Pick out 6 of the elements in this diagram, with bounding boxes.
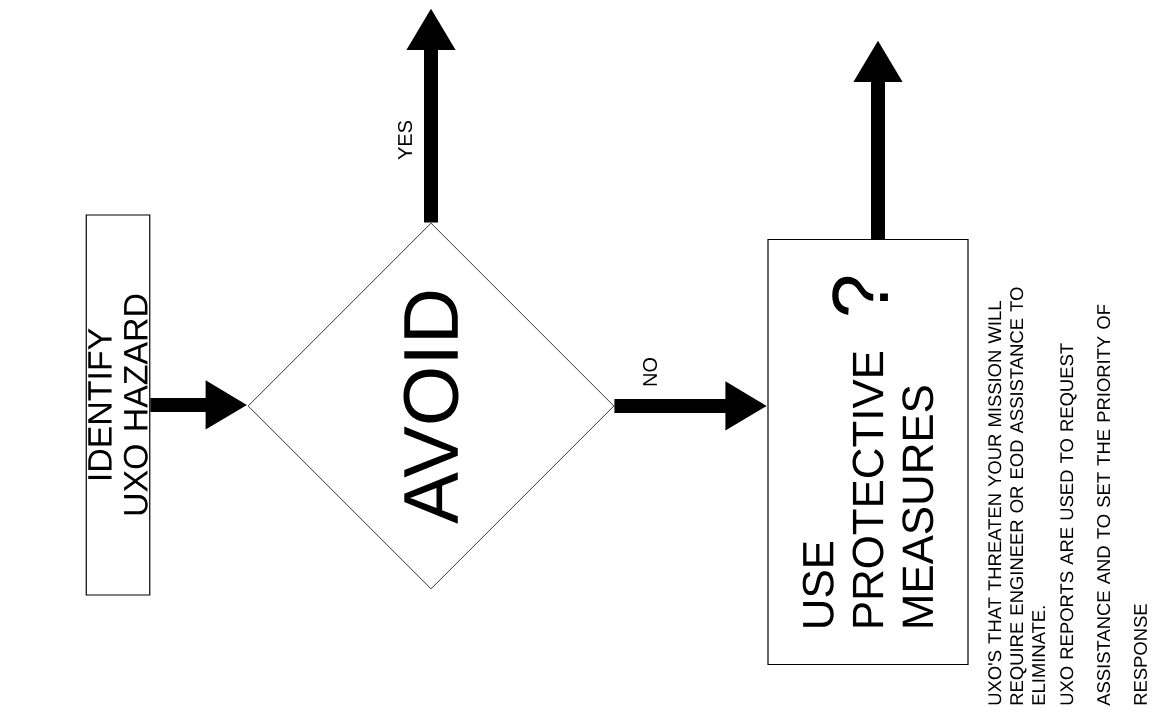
edge-label: YES bbox=[396, 119, 414, 161]
edge-label: NO bbox=[641, 356, 659, 388]
note-text: UXO'S THAT THREATEN YOUR MISSION WILL REQUIRE ENGINEER OR EOD ASSISTANCE TO ELIMINATE. bbox=[988, 287, 1045, 705]
process-box: USE PROTECTIVE MEASURES ? bbox=[767, 238, 969, 666]
note-text: UXO REPORTS ARE USED TO REQUEST ASSISTANCE AND TO SET THE PRIORITY OF RESPONSE bbox=[1060, 304, 1147, 706]
process-box: IDENTIFY UXO HAZARD bbox=[85, 214, 151, 596]
